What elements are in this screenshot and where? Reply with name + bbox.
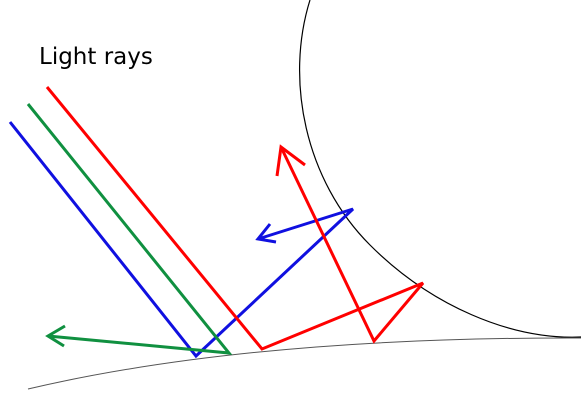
red-arrowhead-icon [275, 144, 306, 177]
ground-surface [27, 337, 581, 390]
blue-ray [8, 121, 355, 359]
sphere-outline [299, 0, 581, 338]
blue-arrowhead-icon [255, 223, 277, 244]
green-ray [26, 103, 233, 355]
red-ray [45, 86, 425, 351]
diagram-title: Light rays [39, 44, 153, 70]
green-arrowhead-icon [45, 324, 66, 348]
